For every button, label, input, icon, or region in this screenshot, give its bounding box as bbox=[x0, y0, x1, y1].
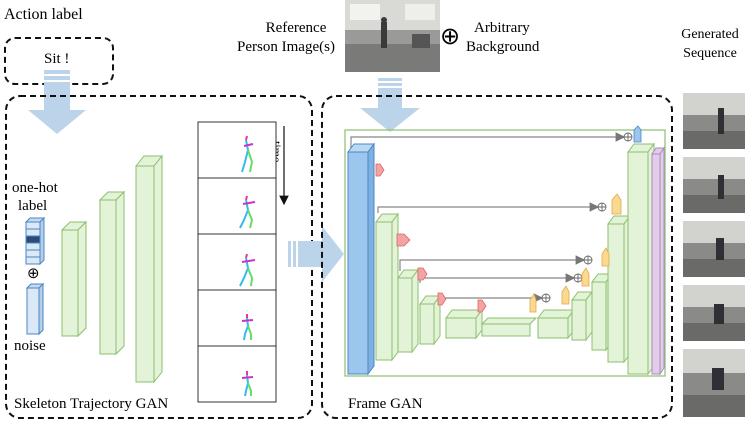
generated-frame-3 bbox=[683, 221, 745, 277]
noise-label: noise bbox=[14, 338, 46, 354]
action-down-arrow bbox=[28, 70, 86, 134]
generated-sequence-frames bbox=[683, 93, 745, 417]
skeleton-frames bbox=[197, 121, 277, 403]
generated-frame-1 bbox=[683, 93, 745, 149]
noise-plus-icon: ⊕ bbox=[27, 266, 40, 282]
reference-down-arrow bbox=[360, 78, 420, 132]
skeleton-to-frame-arrow bbox=[288, 226, 344, 282]
generated-label-line1: Generated bbox=[681, 27, 739, 42]
encoder-feature-markers bbox=[375, 163, 487, 313]
skeleton-figure-3 bbox=[239, 253, 256, 287]
output-feature-marker bbox=[633, 125, 642, 143]
decoder-feature-markers bbox=[529, 193, 622, 313]
skeleton-figure-5 bbox=[241, 371, 254, 397]
generated-frame-2 bbox=[683, 157, 745, 213]
noise-vector bbox=[25, 282, 45, 336]
skeleton-gan-layers bbox=[60, 154, 164, 384]
generated-frame-5 bbox=[683, 349, 745, 417]
onehot-label-vector bbox=[24, 216, 46, 266]
reference-label-line2: Person Image(s) bbox=[237, 39, 335, 55]
circled-plus-icon: ⊕ bbox=[440, 24, 461, 50]
action-label-title: Action label bbox=[4, 6, 83, 23]
reference-label-line1: Reference bbox=[265, 20, 327, 36]
frame-gan-title: Frame GAN bbox=[348, 396, 423, 412]
skeleton-gan-title: Skeleton Trajectory GAN bbox=[14, 396, 169, 412]
reference-person-image bbox=[345, 0, 440, 72]
onehot-label-line1: one-hot bbox=[12, 180, 58, 196]
background-label-line1: Arbitrary bbox=[474, 20, 530, 36]
background-label-line2: Background bbox=[466, 39, 540, 55]
action-value: Sit ! bbox=[44, 51, 70, 67]
action-label-box bbox=[4, 37, 114, 85]
frame-gan-decoder bbox=[537, 142, 665, 376]
frame-gan-encoder bbox=[347, 142, 538, 376]
skeleton-figure-2 bbox=[239, 195, 256, 229]
skeleton-gan-box bbox=[5, 95, 313, 419]
skeleton-figure-1 bbox=[241, 135, 254, 173]
skip-plus-icons bbox=[541, 132, 633, 303]
onehot-label-line2: label bbox=[18, 198, 48, 214]
generated-label-line2: Sequence bbox=[683, 46, 737, 61]
skeleton-figure-4 bbox=[241, 314, 254, 341]
frame-gan-box bbox=[321, 95, 673, 419]
generated-frame-4 bbox=[683, 285, 745, 341]
frame-gan-unet-outline bbox=[344, 129, 666, 377]
